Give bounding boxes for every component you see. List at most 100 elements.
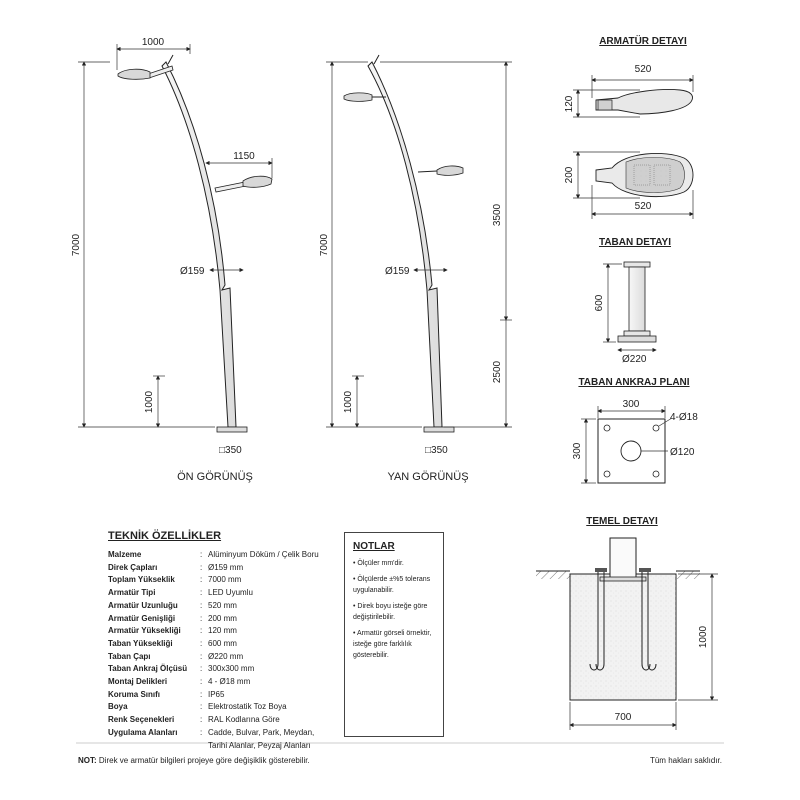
spec-key: Taban Çapı	[108, 651, 151, 661]
spec-key: Armatür Yüksekliği	[108, 626, 181, 636]
spec-colon: :	[200, 715, 203, 725]
dim-front-plate: □350	[219, 445, 242, 456]
front-lower-arm	[214, 181, 247, 193]
spec-key: Uygulama Alanları	[108, 727, 178, 737]
title-fixture-detail: ARMATÜR DETAYI	[599, 34, 687, 47]
spec-value: 600 mm	[208, 638, 237, 648]
spec-key: Montaj Delikleri	[108, 677, 168, 687]
side-lower-luminaire	[436, 165, 464, 176]
dim-side-base-height: 1000	[343, 390, 354, 413]
spec-key: Malzeme	[108, 550, 142, 559]
spec-row: Montaj Delikleri:4 - Ø18 mm	[108, 676, 348, 689]
spec-value: 4 - Ø18 mm	[208, 677, 251, 687]
notes-box: NOTLAR • Ölçüler mm'dir. • Ölçülerde ±%5 …	[344, 532, 444, 737]
base-detail: TABAN DETAYI 600 Ø220	[594, 237, 671, 365]
specs-title: TEKNİK ÖZELLİKLER	[108, 530, 222, 542]
spec-value: Cadde, Bulvar, Park, Meydan,	[208, 727, 315, 737]
spec-key: Armatür Tipi	[108, 588, 156, 598]
spec-colon: :	[200, 626, 203, 636]
spec-colon: :	[200, 677, 203, 687]
spec-value: IP65	[208, 689, 225, 699]
spec-row: Malzeme:Alüminyum Döküm / Çelik Boru	[108, 549, 348, 562]
foundation-pole-stub	[609, 537, 637, 581]
spec-colon: :	[200, 600, 203, 610]
anchor-hole	[652, 424, 660, 432]
dim-foundation-width: 700	[615, 712, 632, 723]
spec-row: Taban Ankraj Ölçüsü:300x300 mm	[108, 663, 348, 676]
title-front-view: ÖN GÖRÜNÜŞ	[177, 471, 253, 483]
dim-side-pole-dia: Ø159	[385, 266, 410, 277]
spec-colon: :	[200, 562, 203, 572]
spec-key: Armatür Uzunluğu	[108, 600, 178, 610]
front-base-plate	[216, 426, 248, 433]
spec-row: Renk Seçenekleri: RAL Kodlarına Göre	[108, 714, 348, 727]
spec-key: Direk Çapları	[108, 562, 158, 572]
dim-fixture-width-bottom: 520	[635, 201, 652, 212]
title-anchor-plan: TABAN ANKRAJ PLANI	[578, 377, 689, 388]
dim-fixture-width-top: 520	[635, 64, 652, 75]
spec-row: Boya:Elektrostatik Toz Boya	[108, 701, 348, 714]
spec-colon: :	[200, 689, 203, 699]
spec-row: Armatür Tipi: LED Uyumlu	[108, 587, 348, 600]
spec-row: Taban Çapı: Ø220 mm	[108, 651, 348, 664]
spec-value: RAL Kodlarına Göre	[208, 715, 280, 725]
fixture-side-profile	[595, 89, 693, 115]
spec-key: Renk Seçenekleri	[108, 715, 175, 725]
spec-row: Armatür Genişliği:200 mm	[108, 613, 348, 626]
notes-title: NOTLAR	[353, 541, 395, 552]
led-array	[633, 164, 671, 186]
spec-value: 200 mm	[208, 613, 237, 623]
spec-row: Uygulama Alanları: Cadde, Bulvar, Park, M…	[108, 727, 348, 740]
spec-colon: :	[200, 651, 203, 661]
title-foundation-detail: TEMEL DETAYI	[586, 516, 658, 527]
spec-colon: :	[200, 727, 203, 737]
dim-side-height: 7000	[319, 233, 330, 256]
spec-key: Taban Yüksekliği	[108, 638, 173, 648]
side-view: 7000 3500 2500 Ø159 1000 □350 YAN GÖRÜNÜ…	[319, 54, 512, 483]
note-item: • Ölçüler mm'dir.	[353, 560, 404, 567]
spec-row: Koruma Sınıfı:IP65	[108, 689, 348, 702]
note-item: • Direk boyu isteğe göre değiştirilebili…	[353, 603, 428, 621]
spec-value: 300x300 mm	[208, 664, 255, 674]
spec-colon	[200, 740, 208, 753]
spec-row: Taban Yüksekliği:600 mm	[108, 638, 348, 651]
spec-value: Tarihi Alanlar, Peyzaj Alanları	[208, 740, 311, 750]
footer-rights: Tüm hakları saklıdır.	[649, 756, 722, 765]
footer-note-label: NOT:	[78, 756, 97, 765]
dim-anchor-height: 300	[572, 442, 583, 459]
dim-anchor-center: Ø120	[670, 447, 695, 458]
spec-value: Ø220 mm	[208, 651, 244, 661]
footer-note-text: Direk ve armatür bilgileri projeye göre …	[98, 756, 310, 765]
anchor-center-hole	[620, 440, 642, 462]
spec-colon: :	[200, 588, 203, 598]
spec-colon: :	[200, 664, 203, 674]
side-base-plate	[423, 426, 455, 433]
title-base-detail: TABAN DETAYI	[599, 237, 671, 248]
spec-value: Elektrostatik Toz Boya	[208, 702, 287, 712]
spec-value: LED Uyumlu	[208, 588, 253, 598]
front-upper-luminaire	[117, 68, 151, 80]
anchor-hole	[603, 470, 611, 478]
side-pole	[367, 61, 443, 428]
foundation-detail: TEMEL DETAYI 1000 700	[536, 516, 718, 730]
side-upper-luminaire	[343, 92, 373, 102]
spec-value: 120 mm	[208, 626, 237, 636]
spec-colon: :	[200, 638, 203, 648]
dim-base-height: 600	[594, 294, 605, 311]
spec-row: Armatür Yüksekliği:120 mm	[108, 625, 348, 638]
dim-anchor-holes: 4-Ø18	[670, 412, 698, 423]
dim-anchor-width: 300	[623, 399, 640, 410]
front-lower-luminaire	[242, 175, 273, 188]
spec-row: Armatür Uzunluğu:520 mm	[108, 600, 348, 613]
note-item: • Ölçülerde ±%5 tolerans uygulanabilir.	[353, 576, 431, 594]
anchor-bolts	[589, 568, 657, 671]
front-pole	[161, 61, 237, 428]
dim-side-lower: 2500	[492, 360, 503, 383]
dim-front-arm-top: 1000	[142, 37, 165, 48]
dim-fixture-height: 120	[564, 95, 575, 112]
technical-specs: TEKNİK ÖZELLİKLER Malzeme:Alüminyum Dökü…	[108, 530, 348, 752]
spec-value: Ø159 mm	[208, 562, 244, 572]
spec-value: Alüminyum Döküm / Çelik Boru	[208, 550, 319, 559]
dim-front-height: 7000	[71, 233, 82, 256]
anchor-hole	[603, 424, 611, 432]
